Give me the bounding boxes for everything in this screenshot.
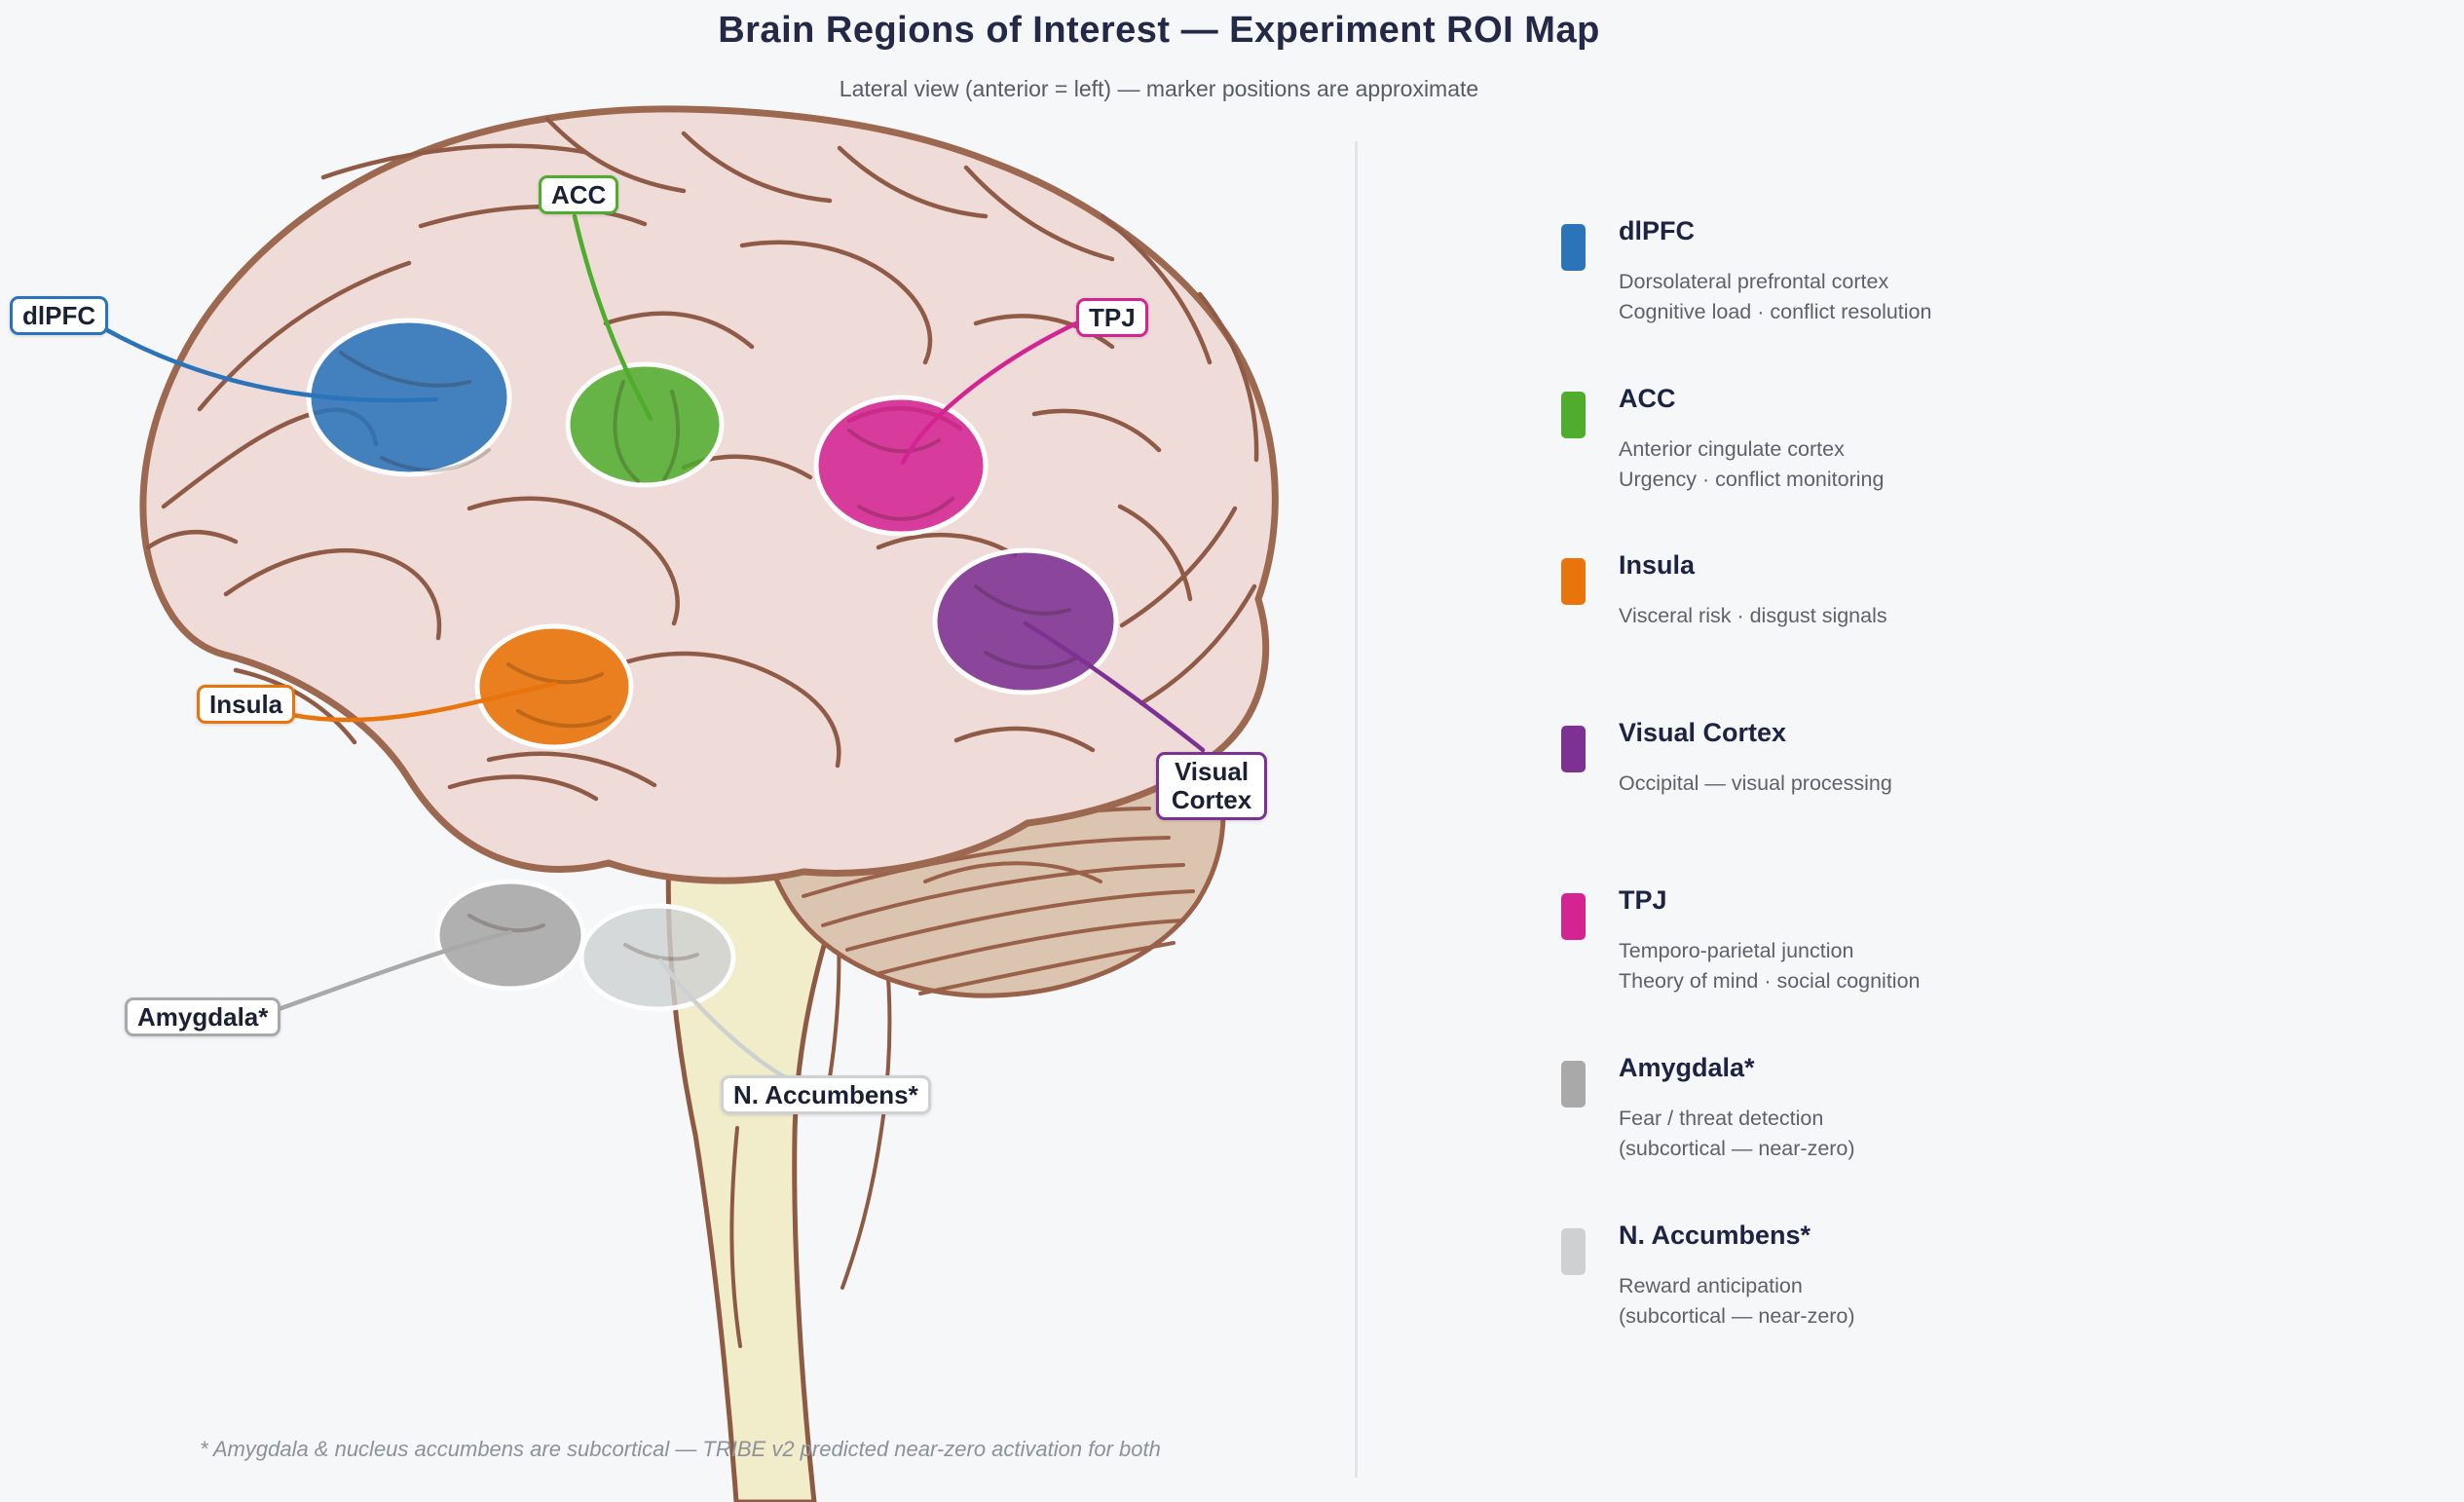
legend-entry-visual-cortex: Visual Cortex Occipital — visual process… (1561, 715, 2204, 799)
legend-name: Amygdala* (1619, 1053, 1755, 1082)
tpj-map-label[interactable]: TPJ (1076, 298, 1148, 337)
legend-entry-tpj: TPJ Temporo-parietal junction Theory of … (1561, 882, 2204, 996)
visual-cortex-swatch (1561, 726, 1586, 772)
legend-entry-amygdala: Amygdala* Fear / threat detection (subco… (1561, 1050, 2204, 1164)
dlpfc-swatch (1561, 224, 1586, 271)
sulci (145, 116, 1259, 802)
page-title: Brain Regions of Interest — Experiment R… (718, 10, 1600, 51)
legend-desc-line: Fear / threat detection (1619, 1107, 1824, 1130)
nucleus-accumbens-marker[interactable] (579, 903, 736, 1012)
legend-entry-insula: Insula Visceral risk · disgust signals (1561, 547, 2204, 631)
visual-cortex-map-label[interactable]: Visual Cortex (1156, 752, 1267, 820)
legend-entry-nucleus-accumbens: N. Accumbens* Reward anticipation (subco… (1561, 1218, 2204, 1332)
visual-cortex-leader-line (1023, 620, 1206, 753)
footnote: * Amygdala & nucleus accumbens are subco… (200, 1437, 1161, 1461)
nucleus-accumbens-swatch (1561, 1228, 1586, 1275)
legend-name: TPJ (1619, 885, 1667, 915)
amygdala-map-label[interactable]: Amygdala* (125, 997, 281, 1036)
legend-desc-line: Anterior cingulate cortex (1619, 437, 1845, 461)
acc-map-label[interactable]: ACC (539, 175, 619, 214)
legend-desc-line: Temporo-parietal junction (1619, 939, 1854, 962)
legend-name: ACC (1619, 384, 1676, 413)
insula-leader-line (289, 681, 558, 723)
legend-name: N. Accumbens* (1619, 1220, 1811, 1250)
dlpfc-marker[interactable] (306, 318, 512, 477)
amygdala-marker[interactable] (434, 879, 586, 992)
insula-swatch (1561, 558, 1586, 605)
insula-map-label[interactable]: Insula (197, 685, 296, 724)
tpj-swatch (1561, 893, 1586, 940)
acc-leader-line (572, 213, 653, 422)
amygdala-leader-line (276, 929, 513, 1012)
legend-desc-line: Occipital — visual processing (1619, 771, 1892, 795)
tpj-marker[interactable] (813, 394, 989, 537)
nucleus-accumbens-map-label[interactable]: N. Accumbens* (721, 1075, 931, 1114)
legend-entry-dlpfc: dlPFC Dorsolateral prefrontal cortex Cog… (1561, 213, 2204, 327)
legend-desc-line: Reward anticipation (1619, 1274, 1803, 1297)
insula-marker[interactable] (474, 623, 634, 750)
amygdala-swatch (1561, 1061, 1586, 1108)
page-subtitle: Lateral view (anterior = left) — marker … (839, 76, 1479, 101)
legend-desc-line: Cognitive load · conflict resolution (1619, 300, 1932, 323)
nucleus-accumbens-leader-line (657, 958, 788, 1080)
acc-swatch (1561, 392, 1586, 438)
acc-marker[interactable] (565, 361, 725, 488)
legend-desc-line: (subcortical — near-zero) (1619, 1137, 1855, 1160)
vertical-divider (1355, 141, 1358, 1478)
cerebrum (139, 105, 1279, 884)
legend-desc-line: (subcortical — near-zero) (1619, 1304, 1855, 1328)
dlpfc-leader-line (91, 319, 439, 403)
legend-desc-line: Dorsolateral prefrontal cortex (1619, 270, 1889, 293)
tpj-leader-line (900, 320, 1079, 466)
legend-desc-line: Theory of mind · social cognition (1619, 969, 1921, 993)
dlpfc-map-label[interactable]: dlPFC (10, 296, 109, 335)
legend-entry-acc: ACC Anterior cingulate cortex Urgency · … (1561, 381, 2204, 495)
legend-desc-line: Urgency · conflict monitoring (1619, 468, 1885, 491)
legend-name: Visual Cortex (1619, 718, 1787, 747)
marker-sulci-hints (339, 351, 1077, 961)
legend-name: Insula (1619, 550, 1696, 580)
legend-name: dlPFC (1619, 216, 1695, 245)
legend-desc-line: Visceral risk · disgust signals (1619, 604, 1887, 627)
